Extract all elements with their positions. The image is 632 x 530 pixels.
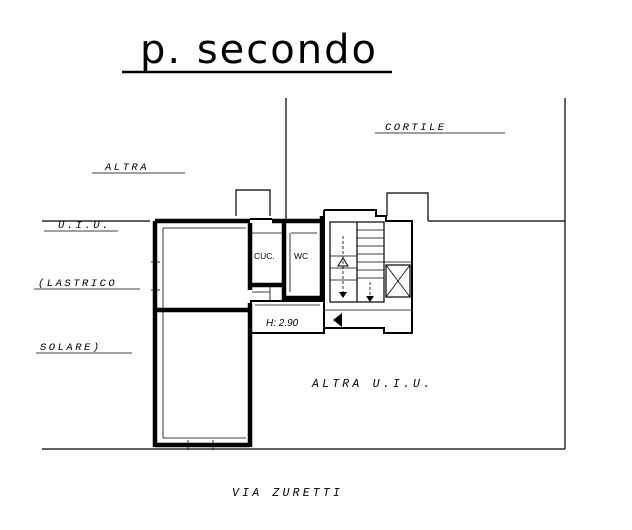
boundary-lines xyxy=(42,98,566,450)
height-note: H: 2.90 xyxy=(266,318,299,329)
altra-label: ALTRA xyxy=(104,162,149,174)
altra-uiu-label: ALTRA U.I.U. xyxy=(311,378,433,391)
roof-projections xyxy=(235,189,429,221)
wc-label: WC xyxy=(294,251,308,261)
service-block xyxy=(252,216,325,301)
solare-label: SOLARE) xyxy=(40,342,102,354)
staircase xyxy=(323,209,413,334)
plan-title: p. secondo xyxy=(140,27,378,73)
lastrico-label: (LASTRICO xyxy=(38,278,117,290)
cortile-label: CORTILE xyxy=(385,122,447,134)
lift-shaft xyxy=(384,261,412,298)
uiu-label: U.I.U. xyxy=(58,220,111,232)
via-label: VIA ZURETTI xyxy=(232,487,343,500)
kitchen-label: CUC. xyxy=(254,251,275,261)
